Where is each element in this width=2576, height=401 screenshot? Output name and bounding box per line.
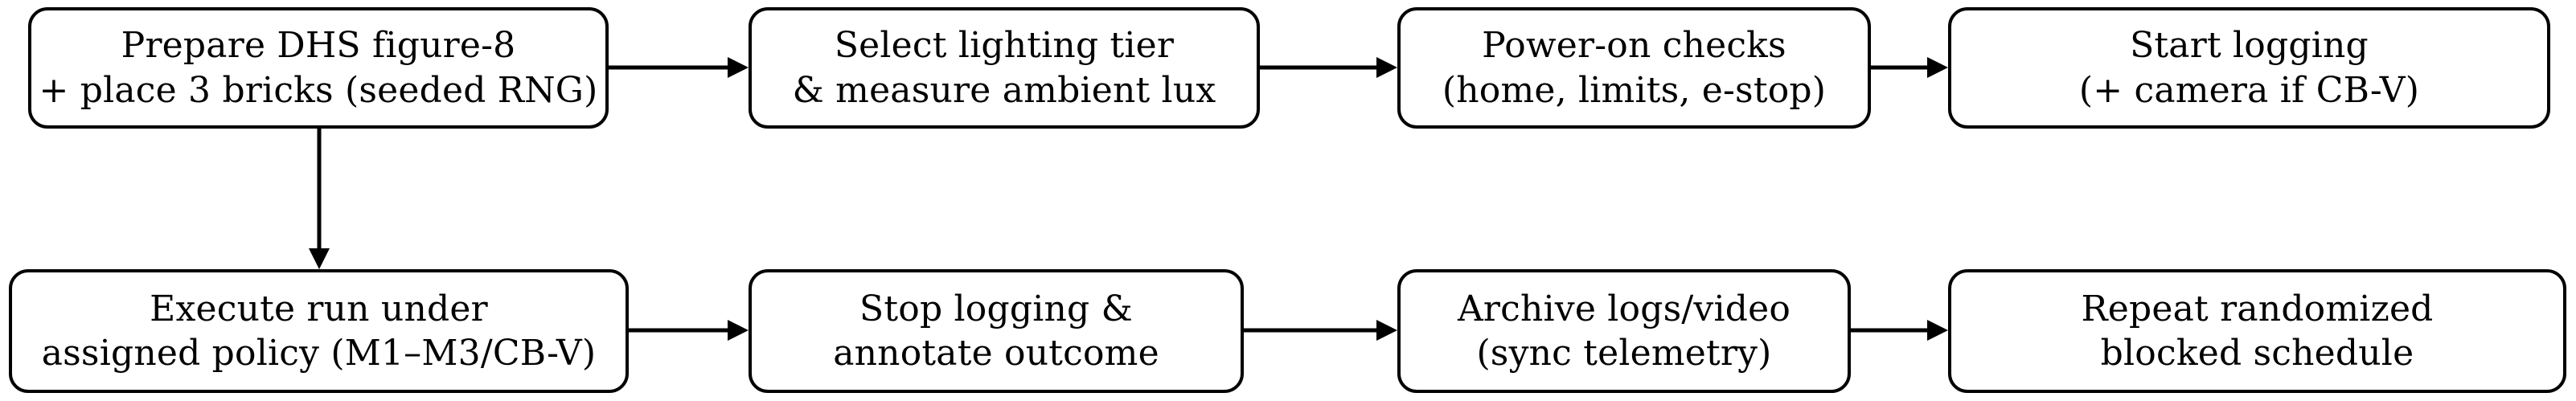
- edge-stop-to-archive-arrowhead: [1376, 320, 1397, 341]
- edge-stop-to-archive: [1244, 320, 1397, 341]
- edge-prepare-to-lighting-arrowhead: [728, 57, 749, 78]
- node-box-execute-run-under-assigned-policy[interactable]: [9, 269, 629, 393]
- edge-archive-to-repeat: [1851, 320, 1948, 341]
- node-box-stop-logging-annotate-outcome[interactable]: [749, 269, 1244, 393]
- node-box-prepare-dhs-figure8[interactable]: [28, 7, 609, 129]
- node-box-power-on-checks[interactable]: [1397, 7, 1871, 129]
- edge-execute-to-stop: [629, 320, 749, 341]
- node-box-archive-logs-video[interactable]: [1397, 269, 1851, 393]
- edge-lighting-to-checks-arrowhead: [1376, 57, 1397, 78]
- node-box-select-lighting-tier[interactable]: [749, 7, 1260, 129]
- edge-lighting-to-checks: [1260, 57, 1397, 78]
- edge-prepare-to-execute: [309, 129, 330, 269]
- edge-checks-to-logging: [1871, 57, 1948, 78]
- node-box-start-logging[interactable]: [1948, 7, 2550, 129]
- edge-prepare-to-execute-arrowhead: [309, 248, 330, 269]
- edge-execute-to-stop-arrowhead: [728, 320, 749, 341]
- node-box-repeat-randomized-blocked-schedule[interactable]: [1948, 269, 2566, 393]
- edge-prepare-to-lighting: [609, 57, 749, 78]
- edge-archive-to-repeat-arrowhead: [1927, 320, 1948, 341]
- edge-checks-to-logging-arrowhead: [1927, 57, 1948, 78]
